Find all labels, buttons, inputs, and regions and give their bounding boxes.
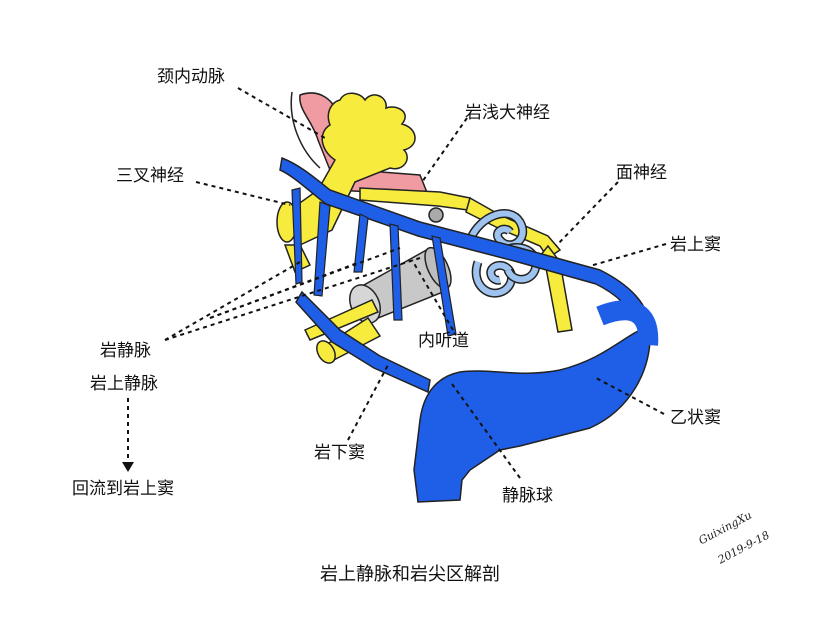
label-superior-petrosal-sinus: 岩上窦 bbox=[670, 235, 721, 255]
venous-system bbox=[279, 156, 659, 503]
label-facial-nerve: 面神经 bbox=[616, 163, 667, 183]
leader-lines bbox=[127, 87, 667, 479]
label-greater-petrosal-nerve: 岩浅大神经 bbox=[465, 103, 550, 123]
arrow-down-icon bbox=[122, 462, 134, 472]
label-superior-petrosal-vein: 岩上静脉 bbox=[90, 374, 158, 394]
label-drains-to-sps: 回流到岩上窦 bbox=[72, 479, 174, 499]
signature: GuixingXu 2019-9-18 bbox=[696, 509, 771, 567]
label-petrosal-vein: 岩静脉 bbox=[100, 341, 151, 361]
figure-caption: 岩上静脉和岩尖区解剖 bbox=[320, 564, 500, 585]
label-jugular-bulb: 静脉球 bbox=[502, 486, 553, 506]
label-inferior-petrosal-sinus: 岩下窦 bbox=[314, 443, 365, 463]
label-internal-carotid: 颈内动脉 bbox=[157, 67, 225, 87]
label-trigeminal-nerve: 三叉神经 bbox=[116, 166, 184, 186]
label-internal-auditory-canal: 内听道 bbox=[418, 331, 469, 351]
label-sigmoid-sinus: 乙状窦 bbox=[670, 408, 721, 428]
